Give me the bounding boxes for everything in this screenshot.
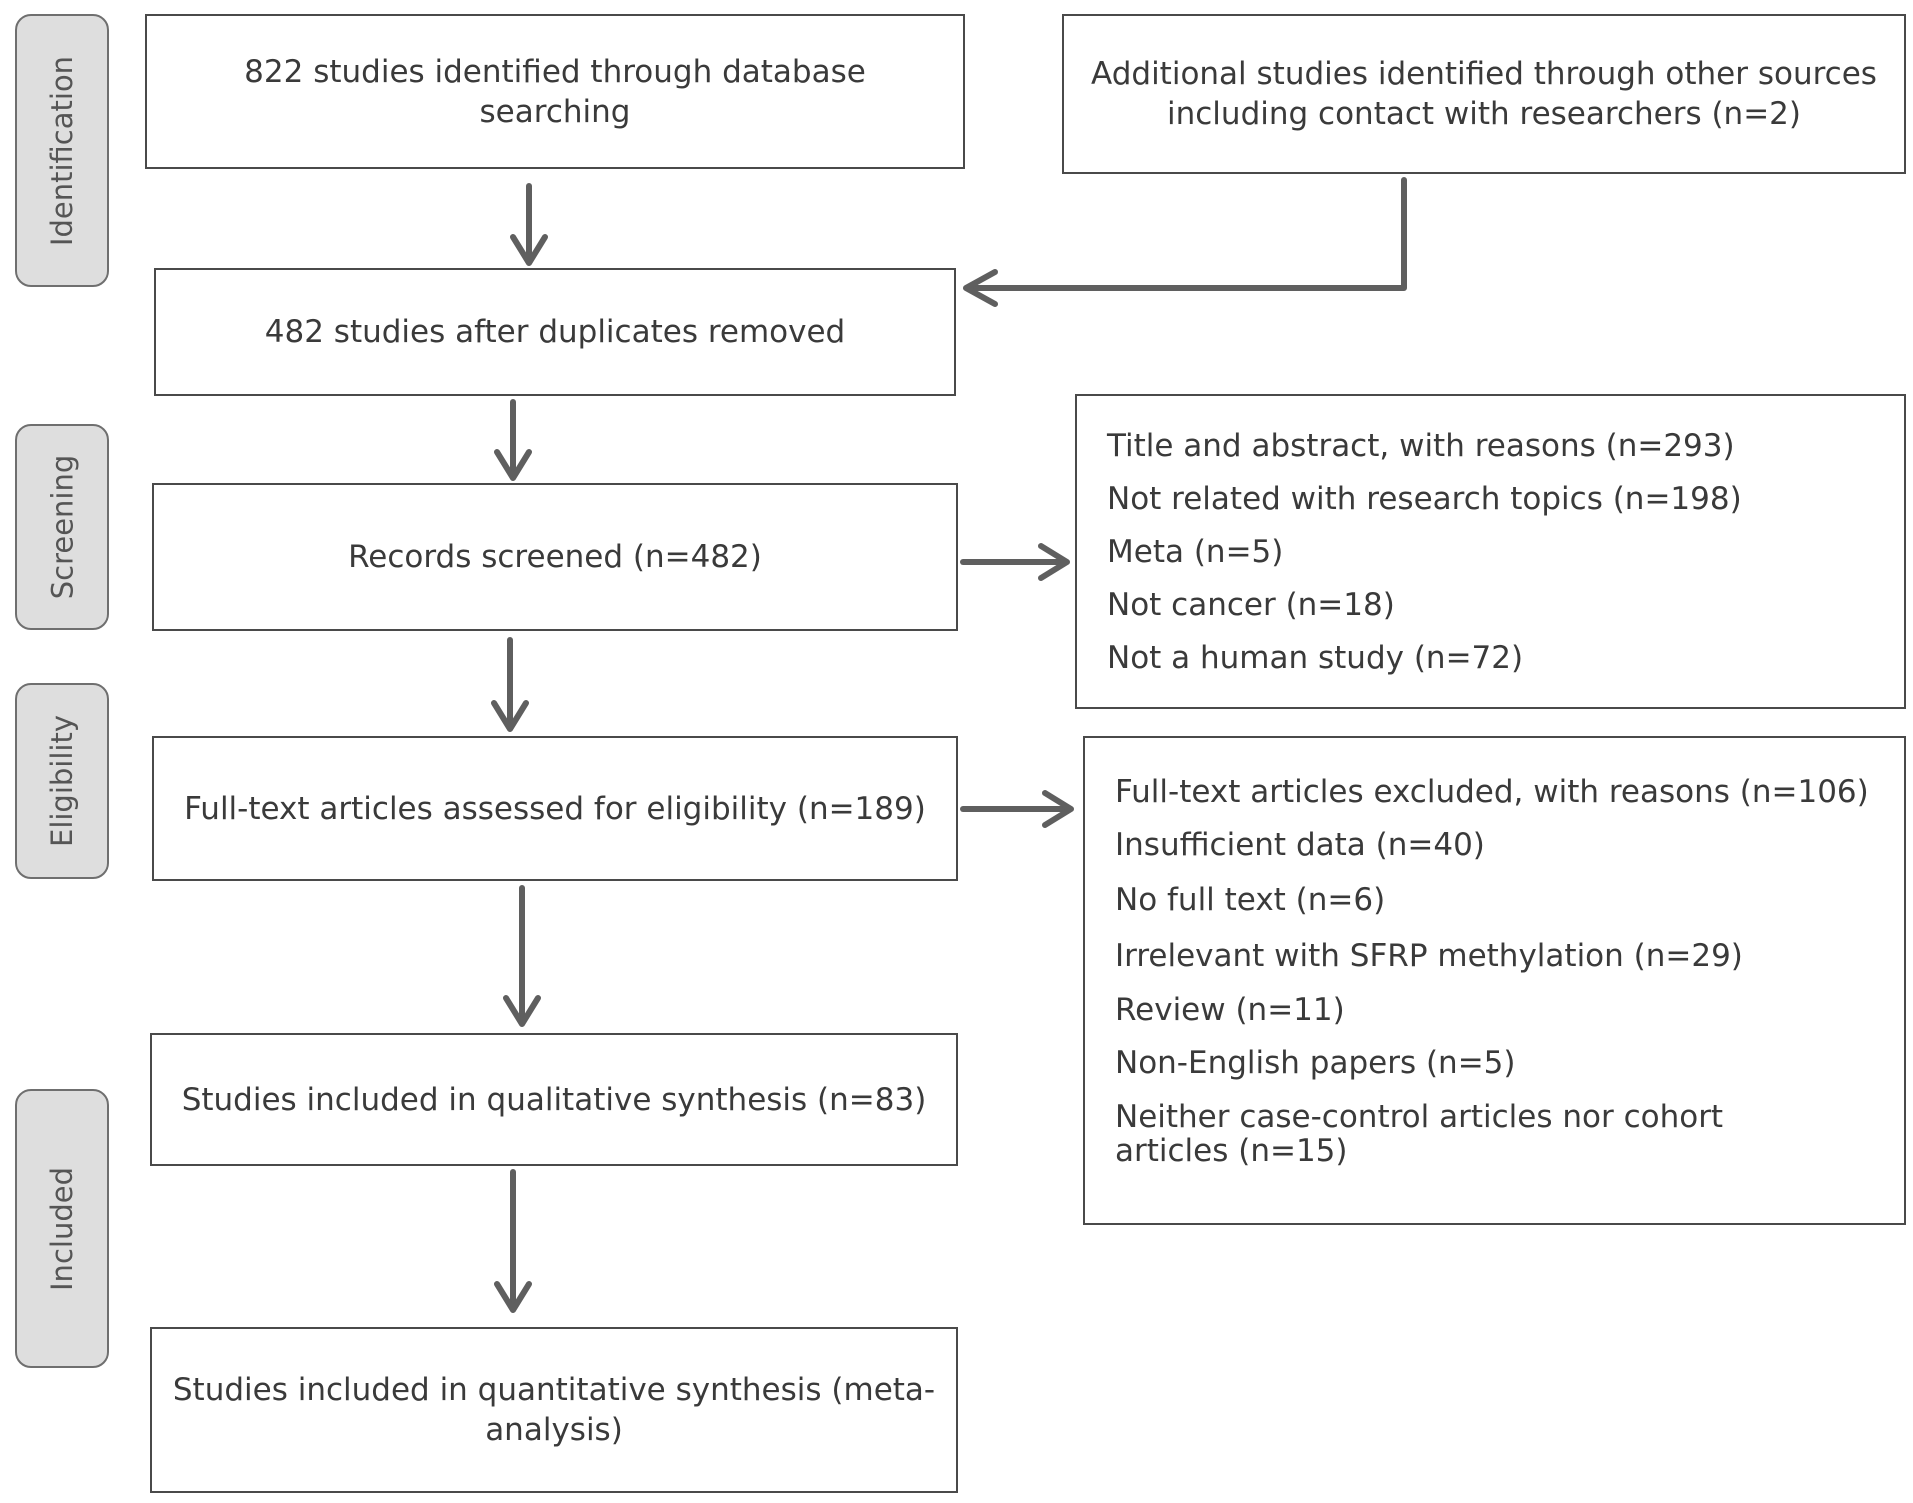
other-sources-box: Additional studies identified through ot… <box>1062 14 1906 174</box>
phase-screening: Screening <box>15 424 109 630</box>
arrow-eligibility-to-exclusions <box>960 790 1074 828</box>
phase-identification: Identification <box>15 14 109 287</box>
database-search-text: 822 studies identified through database … <box>244 53 866 130</box>
fulltext-exclusion-item: Review (n=11) <box>1115 992 1345 1028</box>
duplicates-removed-box: 482 studies after duplicates removed <box>154 268 956 396</box>
arrow-other-sources-to-duplicates <box>963 177 1407 307</box>
fulltext-exclusion-item: Insufficient data (n=40) <box>1115 827 1485 863</box>
records-screened-text: Records screened (n=482) <box>348 539 762 575</box>
qualitative-synthesis-box: Studies included in qualitative synthesi… <box>150 1033 958 1166</box>
duplicates-removed-text: 482 studies after duplicates removed <box>264 314 846 350</box>
database-search-box: 822 studies identified through database … <box>145 14 965 169</box>
phase-included: Included <box>15 1089 109 1368</box>
arrow-duplicates-to-screened <box>494 399 532 481</box>
eligibility-box: Full-text articles assessed for eligibil… <box>152 736 958 881</box>
arrow-database-to-duplicates <box>510 183 548 266</box>
screening-exclusion-item: Meta (n=5) <box>1107 534 1284 570</box>
fulltext-exclusion-item: No full text (n=6) <box>1115 882 1386 918</box>
screening-exclusion-item: Not cancer (n=18) <box>1107 587 1395 623</box>
fulltext-exclusion-item: Neither case-control articles nor cohort… <box>1115 1099 1724 1169</box>
arrow-qualitative-to-quantitative <box>494 1169 532 1313</box>
arrow-screened-to-eligibility <box>491 637 529 732</box>
records-screened-box: Records screened (n=482) <box>152 483 958 631</box>
fulltext-exclusion-item: Full-text articles excluded, with reason… <box>1115 774 1869 810</box>
screening-exclusion-item: Not related with research topics (n=198) <box>1107 481 1742 517</box>
screening-exclusion-item: Not a human study (n=72) <box>1107 640 1524 676</box>
other-sources-text: Additional studies identified through ot… <box>1091 56 1877 132</box>
screening-exclusion-item: Title and abstract, with reasons (n=293) <box>1107 428 1735 464</box>
qualitative-synthesis-text: Studies included in qualitative synthesi… <box>181 1081 927 1118</box>
fulltext-exclusion-item: Non-English papers (n=5) <box>1115 1045 1516 1081</box>
quantitative-synthesis-text: Studies included in quantitative synthes… <box>172 1372 936 1448</box>
screening-exclusions-box: Title and abstract, with reasons (n=293)… <box>1075 394 1906 709</box>
quantitative-synthesis-box: Studies included in quantitative synthes… <box>150 1327 958 1493</box>
phase-eligibility: Eligibility <box>15 683 109 879</box>
fulltext-exclusion-item: Irrelevant with SFRP methylation (n=29) <box>1115 938 1743 974</box>
fulltext-exclusions-box: Full-text articles excluded, with reason… <box>1083 736 1906 1225</box>
arrow-screened-to-exclusions <box>960 543 1070 581</box>
arrow-eligibility-to-qualitative <box>503 885 541 1027</box>
eligibility-text: Full-text articles assessed for eligibil… <box>184 790 926 827</box>
